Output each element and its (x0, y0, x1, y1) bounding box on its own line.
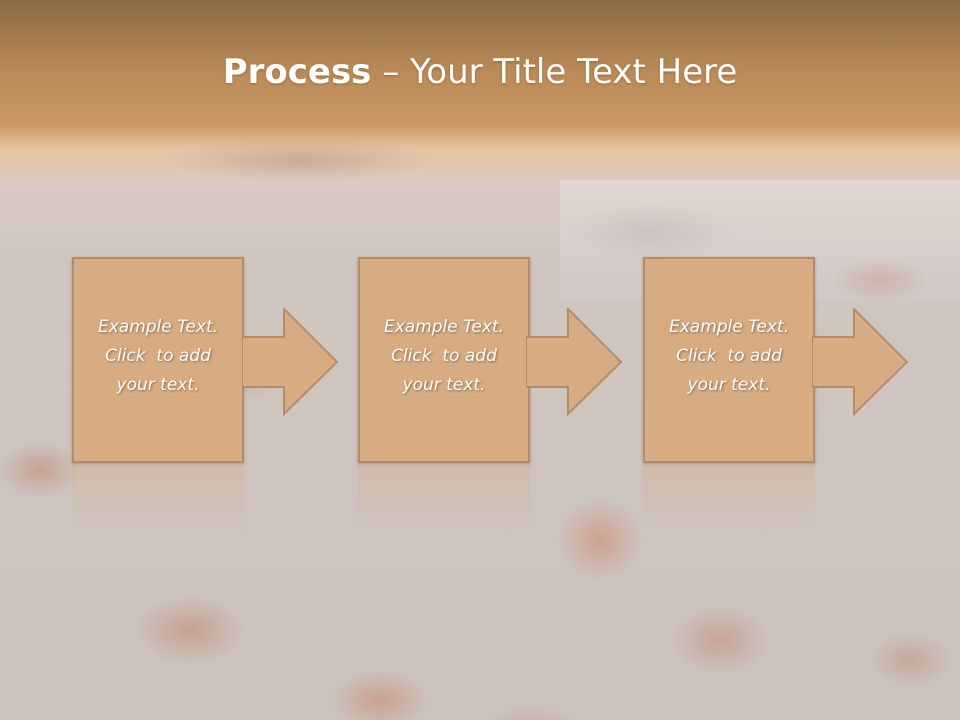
step-3-box[interactable]: Example Text. Click to add your text. (643, 257, 815, 463)
slide-title[interactable]: Process – Your Title Text Here (0, 52, 960, 92)
step-3-line-2: Click to add (676, 346, 782, 366)
step-2-line-2: Click to add (391, 346, 497, 366)
step-1-arrow-icon (242, 308, 338, 416)
step-3-text[interactable]: Example Text. Click to add your text. (645, 313, 813, 400)
title-rest: – Your Title Text Here (371, 52, 738, 92)
step-1-line-1: Example Text. (97, 317, 219, 337)
step-2-arrow-icon (526, 308, 622, 416)
step-1-line-2: Click to add (105, 346, 211, 366)
step-2-box[interactable]: Example Text. Click to add your text. (358, 257, 530, 463)
step-1-text[interactable]: Example Text. Click to add your text. (74, 313, 242, 400)
step-3-line-3: your text. (687, 375, 771, 395)
step-2-reflection (358, 465, 530, 535)
step-1-box[interactable]: Example Text. Click to add your text. (72, 257, 244, 463)
step-2-line-1: Example Text. (383, 317, 505, 337)
step-1-line-3: your text. (116, 375, 200, 395)
step-3-line-1: Example Text. (668, 317, 790, 337)
step-2-text[interactable]: Example Text. Click to add your text. (360, 313, 528, 400)
step-3-arrow-icon (812, 308, 908, 416)
title-bold: Process (222, 52, 372, 92)
step-1-reflection (72, 465, 244, 535)
step-3-reflection (643, 465, 815, 535)
step-2-line-3: your text. (402, 375, 486, 395)
